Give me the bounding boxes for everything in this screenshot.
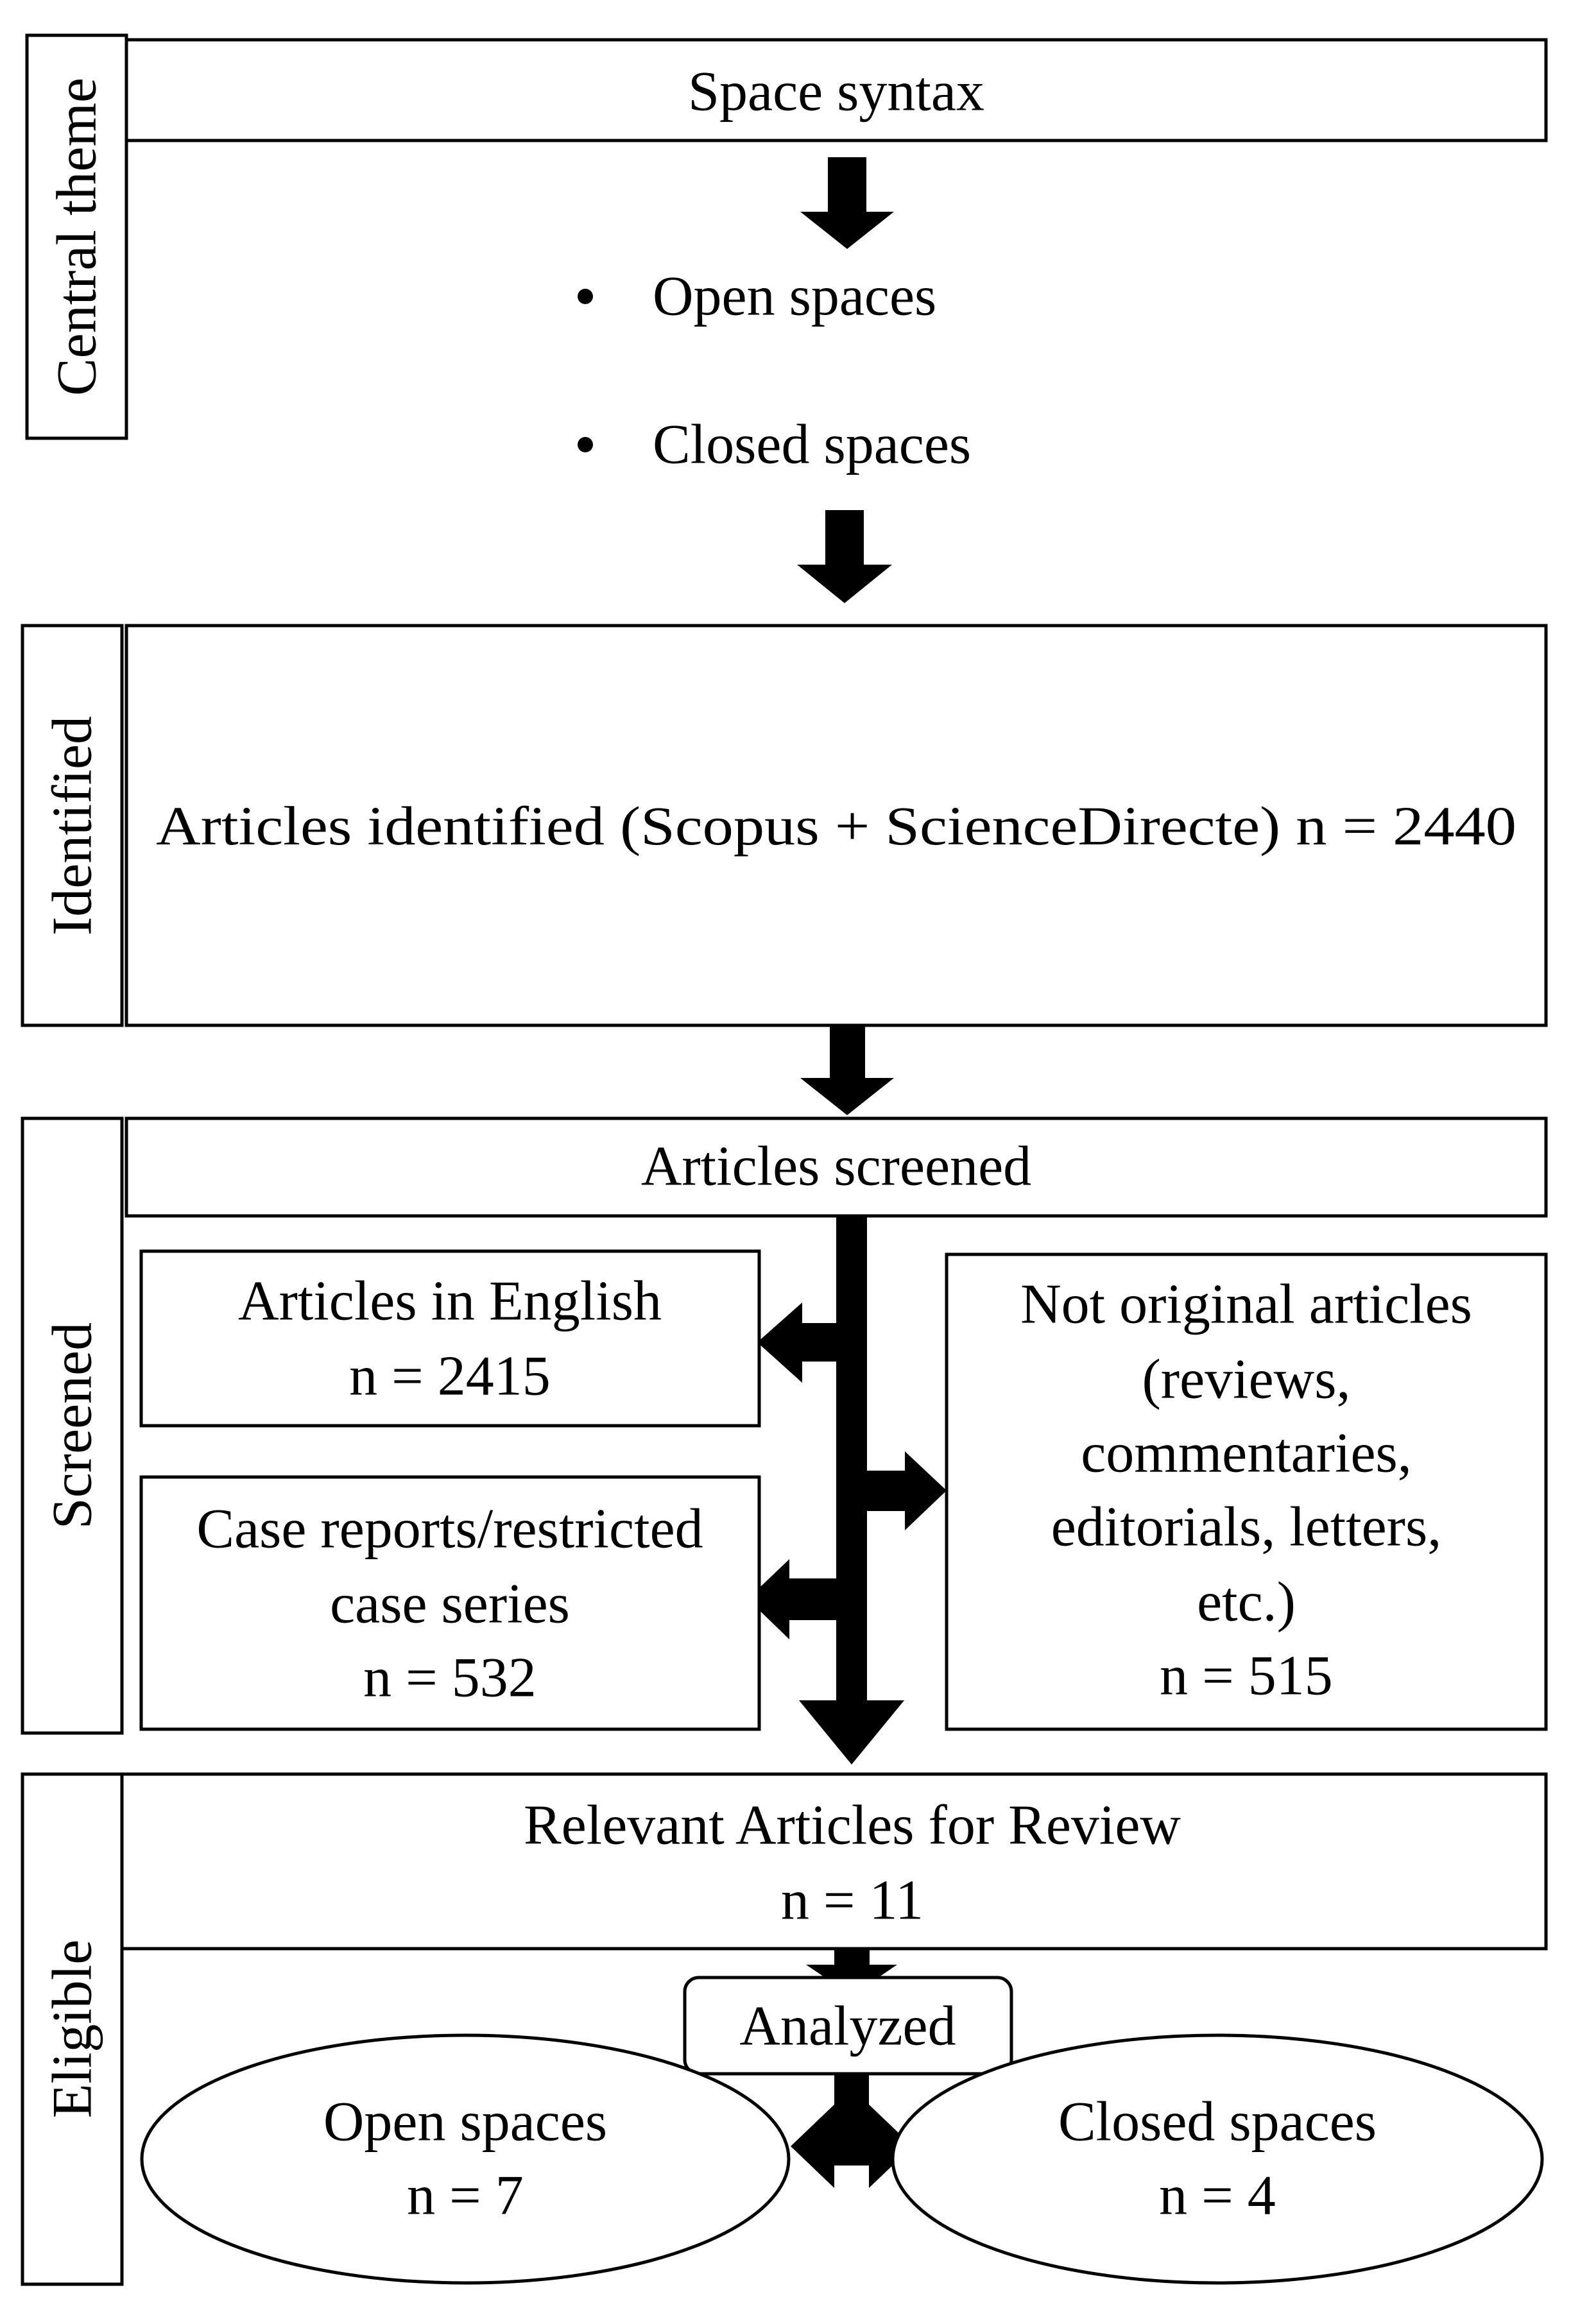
arrow-left-case	[748, 1559, 836, 1639]
identified-text: Articles identified (Scopus + ScienceDir…	[156, 795, 1516, 857]
analyzed-box: Analyzed	[683, 1976, 1013, 2076]
open-result-count: n = 7	[407, 2165, 524, 2227]
bullet-dot-2	[578, 437, 593, 452]
stage-label-central-theme: Central theme	[46, 78, 108, 396]
not-original-line4: editorials, letters,	[1051, 1496, 1441, 1559]
not-original-line2: (reviews,	[1142, 1349, 1351, 1411]
screened-box: Articles screened	[125, 1116, 1548, 1218]
theme-box: Space syntax	[125, 38, 1548, 142]
bullet-closed-spaces: Closed spaces	[653, 414, 971, 476]
case-line1: Case reports/restricted	[196, 1498, 703, 1560]
identified-box: Articles identified (Scopus + ScienceDir…	[125, 624, 1548, 1027]
not-original-line3: commentaries,	[1081, 1423, 1412, 1485]
arrow-down-4	[799, 1700, 904, 1764]
trunk-bar	[836, 1216, 867, 1700]
stage-central-theme: Central theme	[25, 33, 128, 440]
case-count: n = 532	[363, 1647, 537, 1709]
result-closed-spaces: Closed spaces n = 4	[891, 2033, 1544, 2285]
english-count: n = 2415	[349, 1346, 551, 1408]
not-original-line1: Not original articles	[1020, 1274, 1472, 1336]
analyzed-split-arrows	[791, 2074, 913, 2188]
arrow-down-5	[806, 1949, 897, 1995]
double-arrow-results	[791, 2105, 913, 2188]
arrow-down-3	[800, 1025, 894, 1115]
screening-flow-arrows	[748, 1216, 947, 1764]
box-case-reports: Case reports/restricted case series n = …	[139, 1475, 761, 1731]
stage-identified: Identified	[21, 624, 124, 1027]
case-line2: case series	[330, 1573, 570, 1636]
relevant-line1: Relevant Articles for Review	[524, 1795, 1181, 1857]
box-not-original: Not original articles (reviews, commenta…	[945, 1252, 1548, 1731]
bullet-dot-1	[578, 289, 593, 304]
theme-title: Space syntax	[688, 61, 984, 123]
stage-label-eligible: Eligible	[42, 1940, 104, 2119]
analyzed-text: Analyzed	[739, 1995, 956, 2058]
arrow-right-not-original	[867, 1451, 947, 1530]
arrow-down-2	[797, 510, 892, 603]
closed-result-label: Closed spaces	[1058, 2091, 1377, 2153]
box-articles-english: Articles in English n = 2415	[139, 1249, 761, 1428]
screened-text: Articles screened	[641, 1136, 1031, 1198]
arrow-down-1	[800, 157, 894, 249]
not-original-count: n = 515	[1160, 1645, 1333, 1707]
theme-bullets: Open spaces Closed spaces	[578, 266, 971, 476]
not-original-line5: etc.)	[1197, 1571, 1296, 1634]
relevant-box: Relevant Articles for Review n = 11	[120, 1772, 1548, 1951]
relevant-count: n = 11	[781, 1870, 923, 1932]
open-result-label: Open spaces	[323, 2091, 607, 2153]
arrow-left-english	[757, 1303, 836, 1383]
stage-eligible: Eligible	[21, 1772, 124, 2286]
stage-label-screened: Screened	[42, 1322, 104, 1529]
stage-screened: Screened	[21, 1116, 124, 1735]
result-open-spaces: Open spaces n = 7	[140, 2033, 791, 2285]
stage-label-identified: Identified	[42, 716, 104, 936]
closed-result-count: n = 4	[1159, 2165, 1276, 2227]
bullet-open-spaces: Open spaces	[653, 266, 936, 328]
english-line1: Articles in English	[238, 1270, 662, 1333]
